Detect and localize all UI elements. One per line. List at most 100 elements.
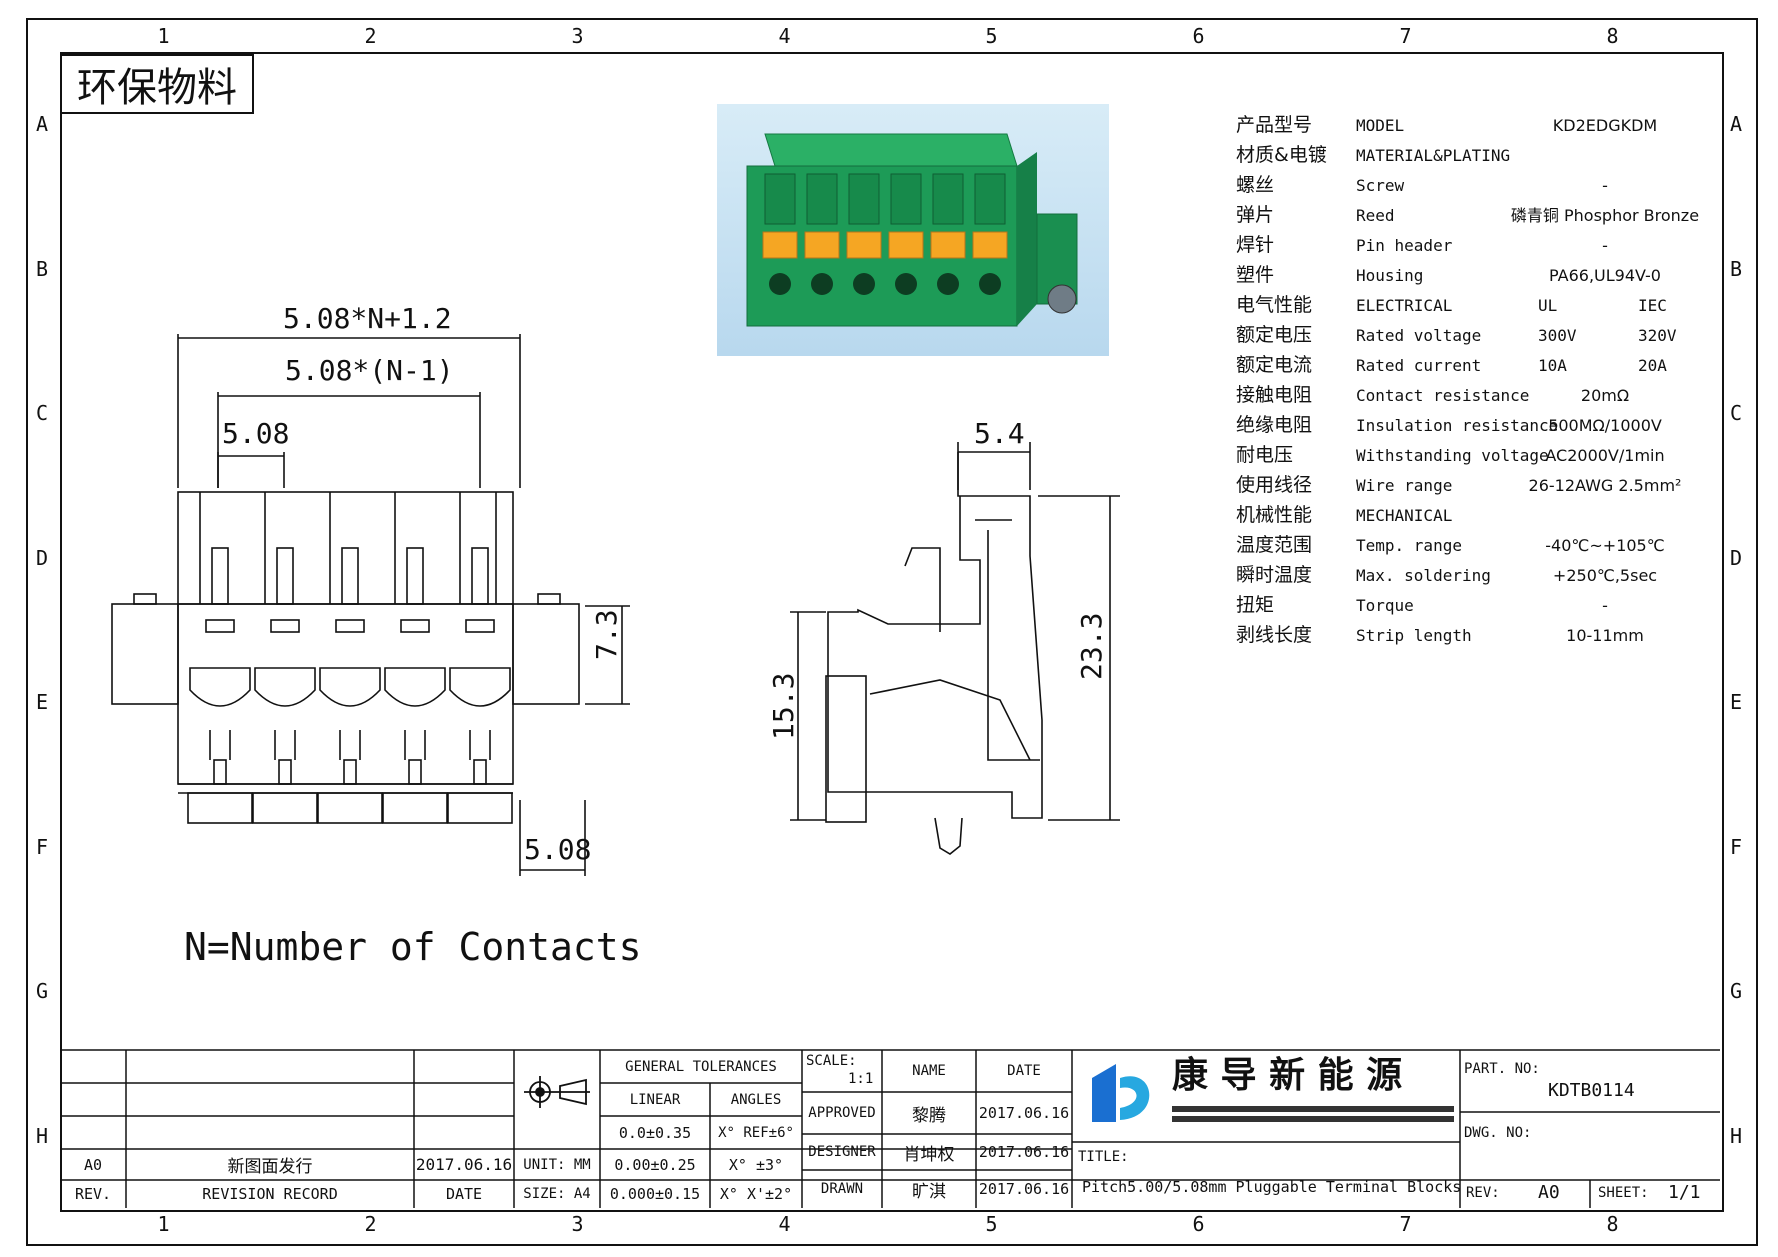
spec-label-en: Temp. range [1356, 536, 1462, 555]
row-label-left: G [36, 979, 49, 1004]
column-label-top: 1 [157, 24, 170, 48]
spec-label-cn: 温度范围 [1236, 534, 1313, 556]
spec-value: 26-12AWG 2.5mm² [1528, 476, 1682, 495]
approved-name: 黎腾 [912, 1105, 946, 1126]
part-no-value: KDTB0114 [1548, 1080, 1635, 1101]
outer-frame [26, 18, 1758, 1246]
row-label-right: B [1730, 256, 1743, 281]
spec-value: 300V [1538, 326, 1577, 345]
slot-top-tab [471, 547, 489, 605]
column-label-top: 5 [985, 24, 998, 48]
rev-value: A0 [1538, 1182, 1560, 1203]
revision-text: 新图面发行 [227, 1157, 313, 1177]
wire-funnel [254, 667, 316, 707]
tol-linear-2: 0.00±0.25 [614, 1155, 696, 1174]
contact-window [335, 619, 365, 633]
contact-window [270, 619, 300, 633]
spec-label-en: Housing [1356, 266, 1424, 285]
logo-mark-icon [1092, 1064, 1150, 1122]
column-label-top: 4 [778, 24, 791, 48]
row-label-left: E [36, 690, 49, 715]
spec-label-en: Rated current [1356, 356, 1482, 375]
rev-header: REV. [74, 1185, 112, 1203]
row-label-left: A [36, 112, 49, 137]
spec-label-en: Strip length [1356, 626, 1472, 645]
dim-side-width: 5.4 [974, 417, 1025, 450]
revision-date: 2017.06.16 [415, 1155, 513, 1174]
dim-side-height-total: 23.3 [1075, 612, 1108, 680]
row-label-left: B [36, 256, 49, 281]
approved-date: 2017.06.16 [978, 1104, 1070, 1122]
photo-release-button [972, 231, 1008, 259]
contact-pin [408, 759, 422, 785]
slot-top-tab [341, 547, 359, 605]
spec-label-en: Contact resistance [1356, 386, 1530, 405]
dim-side-height-lower: 15.3 [767, 672, 800, 740]
spec-label-en: MATERIAL&PLATING [1356, 146, 1511, 165]
column-label-top: 6 [1192, 24, 1205, 48]
spec-label-en: Wire range [1356, 476, 1453, 495]
contact-pin [473, 759, 487, 785]
spec-value: AC2000V/1min [1545, 446, 1665, 465]
bottom-foot [187, 792, 253, 824]
spec-value-2: IEC [1638, 296, 1667, 315]
photo-wire-entry [853, 273, 875, 295]
contact-pin [343, 759, 357, 785]
spec-label-cn: 剥线长度 [1236, 624, 1313, 646]
company-contact-strip [1172, 1102, 1454, 1132]
column-label-bottom: 1 [157, 1212, 170, 1236]
spec-value: 20mΩ [1580, 386, 1630, 405]
row-label-right: E [1730, 690, 1743, 715]
row-label-left: D [36, 545, 49, 570]
spec-value: 10-11mm [1566, 626, 1644, 645]
tol-linear-1: 0.0±0.35 [618, 1123, 692, 1142]
drawn-name: 旷淇 [912, 1181, 946, 1202]
photo-wire-slot [890, 173, 922, 225]
spec-label-cn: 额定电压 [1236, 324, 1313, 346]
title-label: TITLE: [1078, 1149, 1129, 1165]
contact-window [465, 619, 495, 633]
designer-date: 2017.06.16 [978, 1143, 1070, 1161]
spec-label-cn: 接触电阻 [1236, 384, 1313, 406]
inner-frame [60, 52, 1724, 1212]
row-label-left: F [36, 834, 49, 859]
spec-value: -40℃~+105℃ [1545, 536, 1665, 555]
designer-name: 肖坤权 [903, 1144, 955, 1165]
wire-funnel [189, 667, 251, 707]
rev-a0: A0 [83, 1155, 103, 1174]
contact-window [205, 619, 235, 633]
spec-label-en: Screw [1356, 176, 1405, 195]
title-value: Pitch5.00/5.08mm Pluggable Terminal Bloc… [1082, 1178, 1462, 1196]
row-label-right: A [1730, 112, 1743, 137]
row-label-left: H [36, 1123, 49, 1148]
photo-release-button [888, 231, 924, 259]
spec-value: PA66,UL94V-0 [1549, 266, 1661, 285]
linear-label: LINEAR [629, 1091, 681, 1108]
dim-height: 7.3 [590, 609, 623, 660]
spec-value: - [1602, 596, 1608, 615]
approved-label: APPROVED [808, 1105, 876, 1121]
row-label-right: C [1730, 401, 1743, 426]
bottom-foot [317, 792, 383, 824]
dwg-no-label: DWG. NO: [1464, 1125, 1532, 1141]
dim-overall-width: 5.08*N+1.2 [283, 302, 452, 335]
contact-pin [213, 759, 227, 785]
column-label-bottom: 2 [364, 1212, 377, 1236]
photo-release-button [804, 231, 840, 259]
scale-value: 1:1 [848, 1071, 874, 1087]
left-flange [111, 603, 179, 705]
row-label-right: D [1730, 545, 1743, 570]
drawn-date: 2017.06.16 [978, 1180, 1070, 1198]
spec-label-cn: 材质&电镀 [1236, 144, 1327, 166]
spec-label-cn: 弹片 [1236, 204, 1275, 226]
bottom-foot [447, 792, 513, 824]
spec-label-cn: 机械性能 [1236, 504, 1313, 526]
spec-value: 磷青铜 Phosphor Bronze [1510, 206, 1700, 225]
spec-label-en: Max. soldering [1356, 566, 1491, 585]
spec-label-cn: 使用线径 [1236, 474, 1313, 496]
column-label-top: 8 [1606, 24, 1619, 48]
photo-release-button [930, 231, 966, 259]
wire-funnel [449, 667, 511, 707]
spec-label-en: Withstanding voltage [1356, 446, 1549, 465]
row-label-right: F [1730, 834, 1743, 859]
